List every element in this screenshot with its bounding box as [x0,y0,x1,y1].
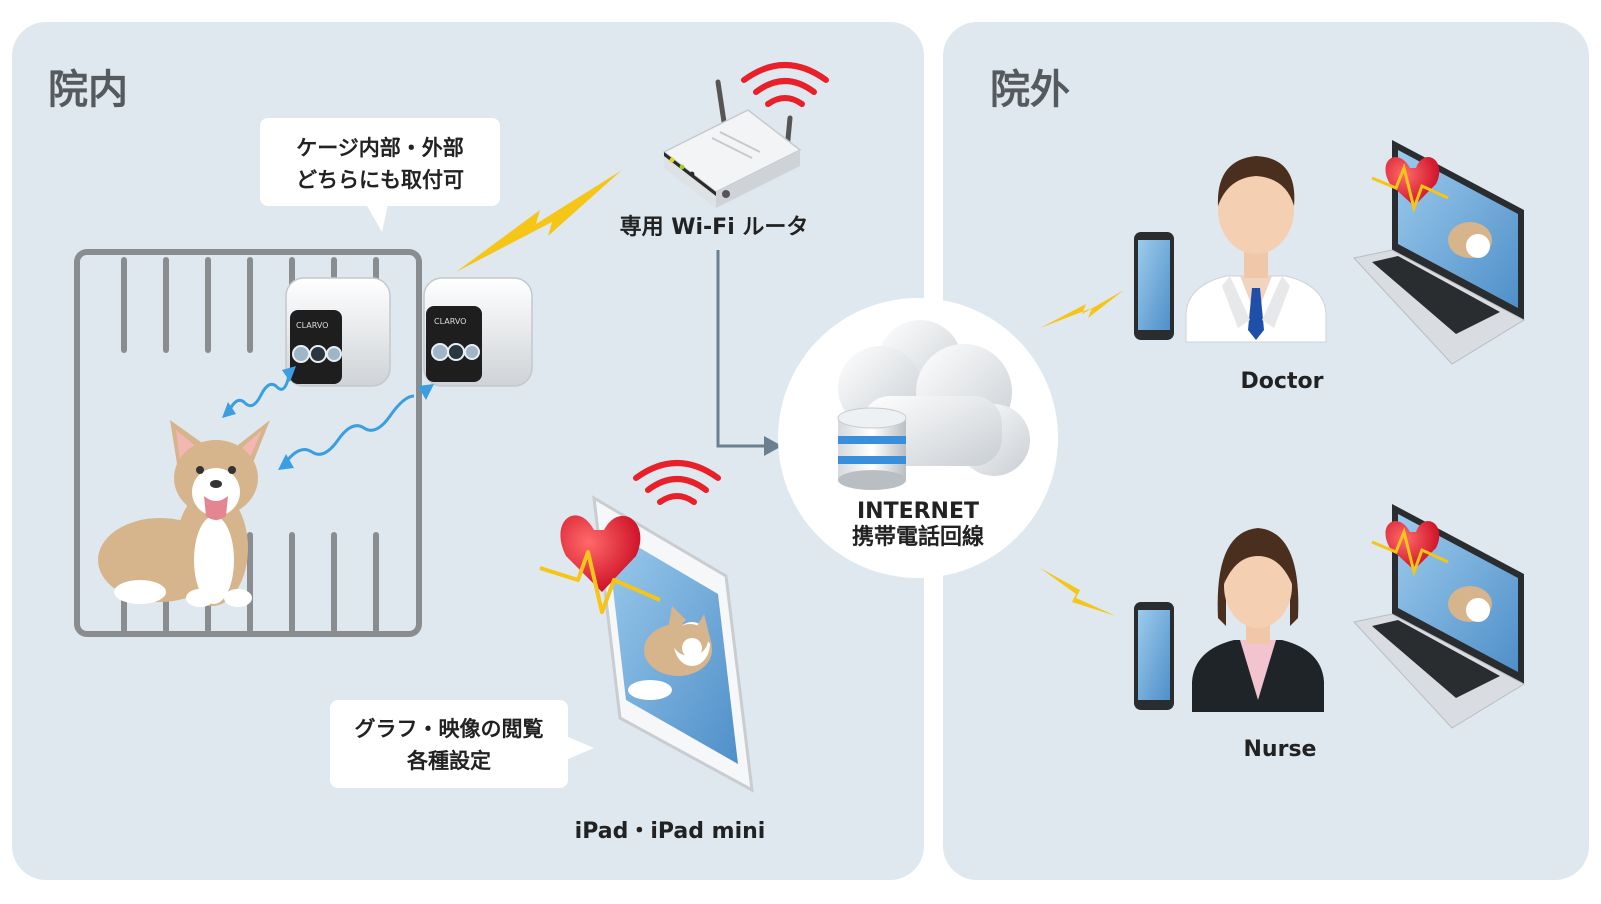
camera-outside-cage: CLARVO [423,277,533,387]
wifi-signal-icon [741,62,829,107]
inside-title: 院内 [48,67,128,113]
cage-note-callout: ケージ内部・外部 どちらにも取付可 [260,118,500,232]
doctor-label: Doctor [1241,369,1324,394]
corgi-icon [98,420,270,607]
camera-to-dog-signal-arrow-2 [278,384,434,470]
database-icon [837,407,907,490]
wifi-signal-icon-ipad [633,460,721,505]
nurse-avatar [1192,528,1324,712]
camera-to-dog-signal-arrow [222,366,296,418]
ipad-note-line-2: 各種設定 [406,749,491,773]
doctor-avatar [1185,156,1327,343]
camera-brand-label: CLARVO [296,321,328,330]
heart-rate-icon-doctor [1371,157,1449,214]
cage-note-line-1: ケージ内部・外部 [296,136,464,160]
router-to-cloud-connector [716,250,782,456]
heart-rate-icon [539,515,661,614]
smartphone-icon [1134,232,1174,340]
camera-inside-cage: CLARVO [285,277,391,387]
router-label: 専用 Wi-Fi ルータ [620,215,809,240]
lightning-bolt-icon-doctor [1040,290,1124,328]
wifi-router-icon [662,79,802,208]
ipad-label: iPad・iPad mini [575,819,766,844]
cloud-line-2: 携帯電話回線 [852,524,984,550]
outside-title: 院外 [990,67,1070,113]
lightning-bolt-icon-nurse [1040,568,1116,616]
camera-brand-label-2: CLARVO [434,317,466,326]
cage-note-line-2: どちらにも取付可 [296,168,464,192]
smartphone-icon-nurse [1134,602,1174,710]
ipad-note-line-1: グラフ・映像の閲覧 [355,717,544,741]
lightning-bolt-icon [456,170,622,272]
cloud-line-1: INTERNET [857,499,979,524]
ipad-note-callout: グラフ・映像の閲覧 各種設定 [330,700,594,788]
ipad-device-icon [592,495,754,793]
heart-rate-icon-nurse [1371,521,1449,578]
nurse-label: Nurse [1244,737,1317,762]
